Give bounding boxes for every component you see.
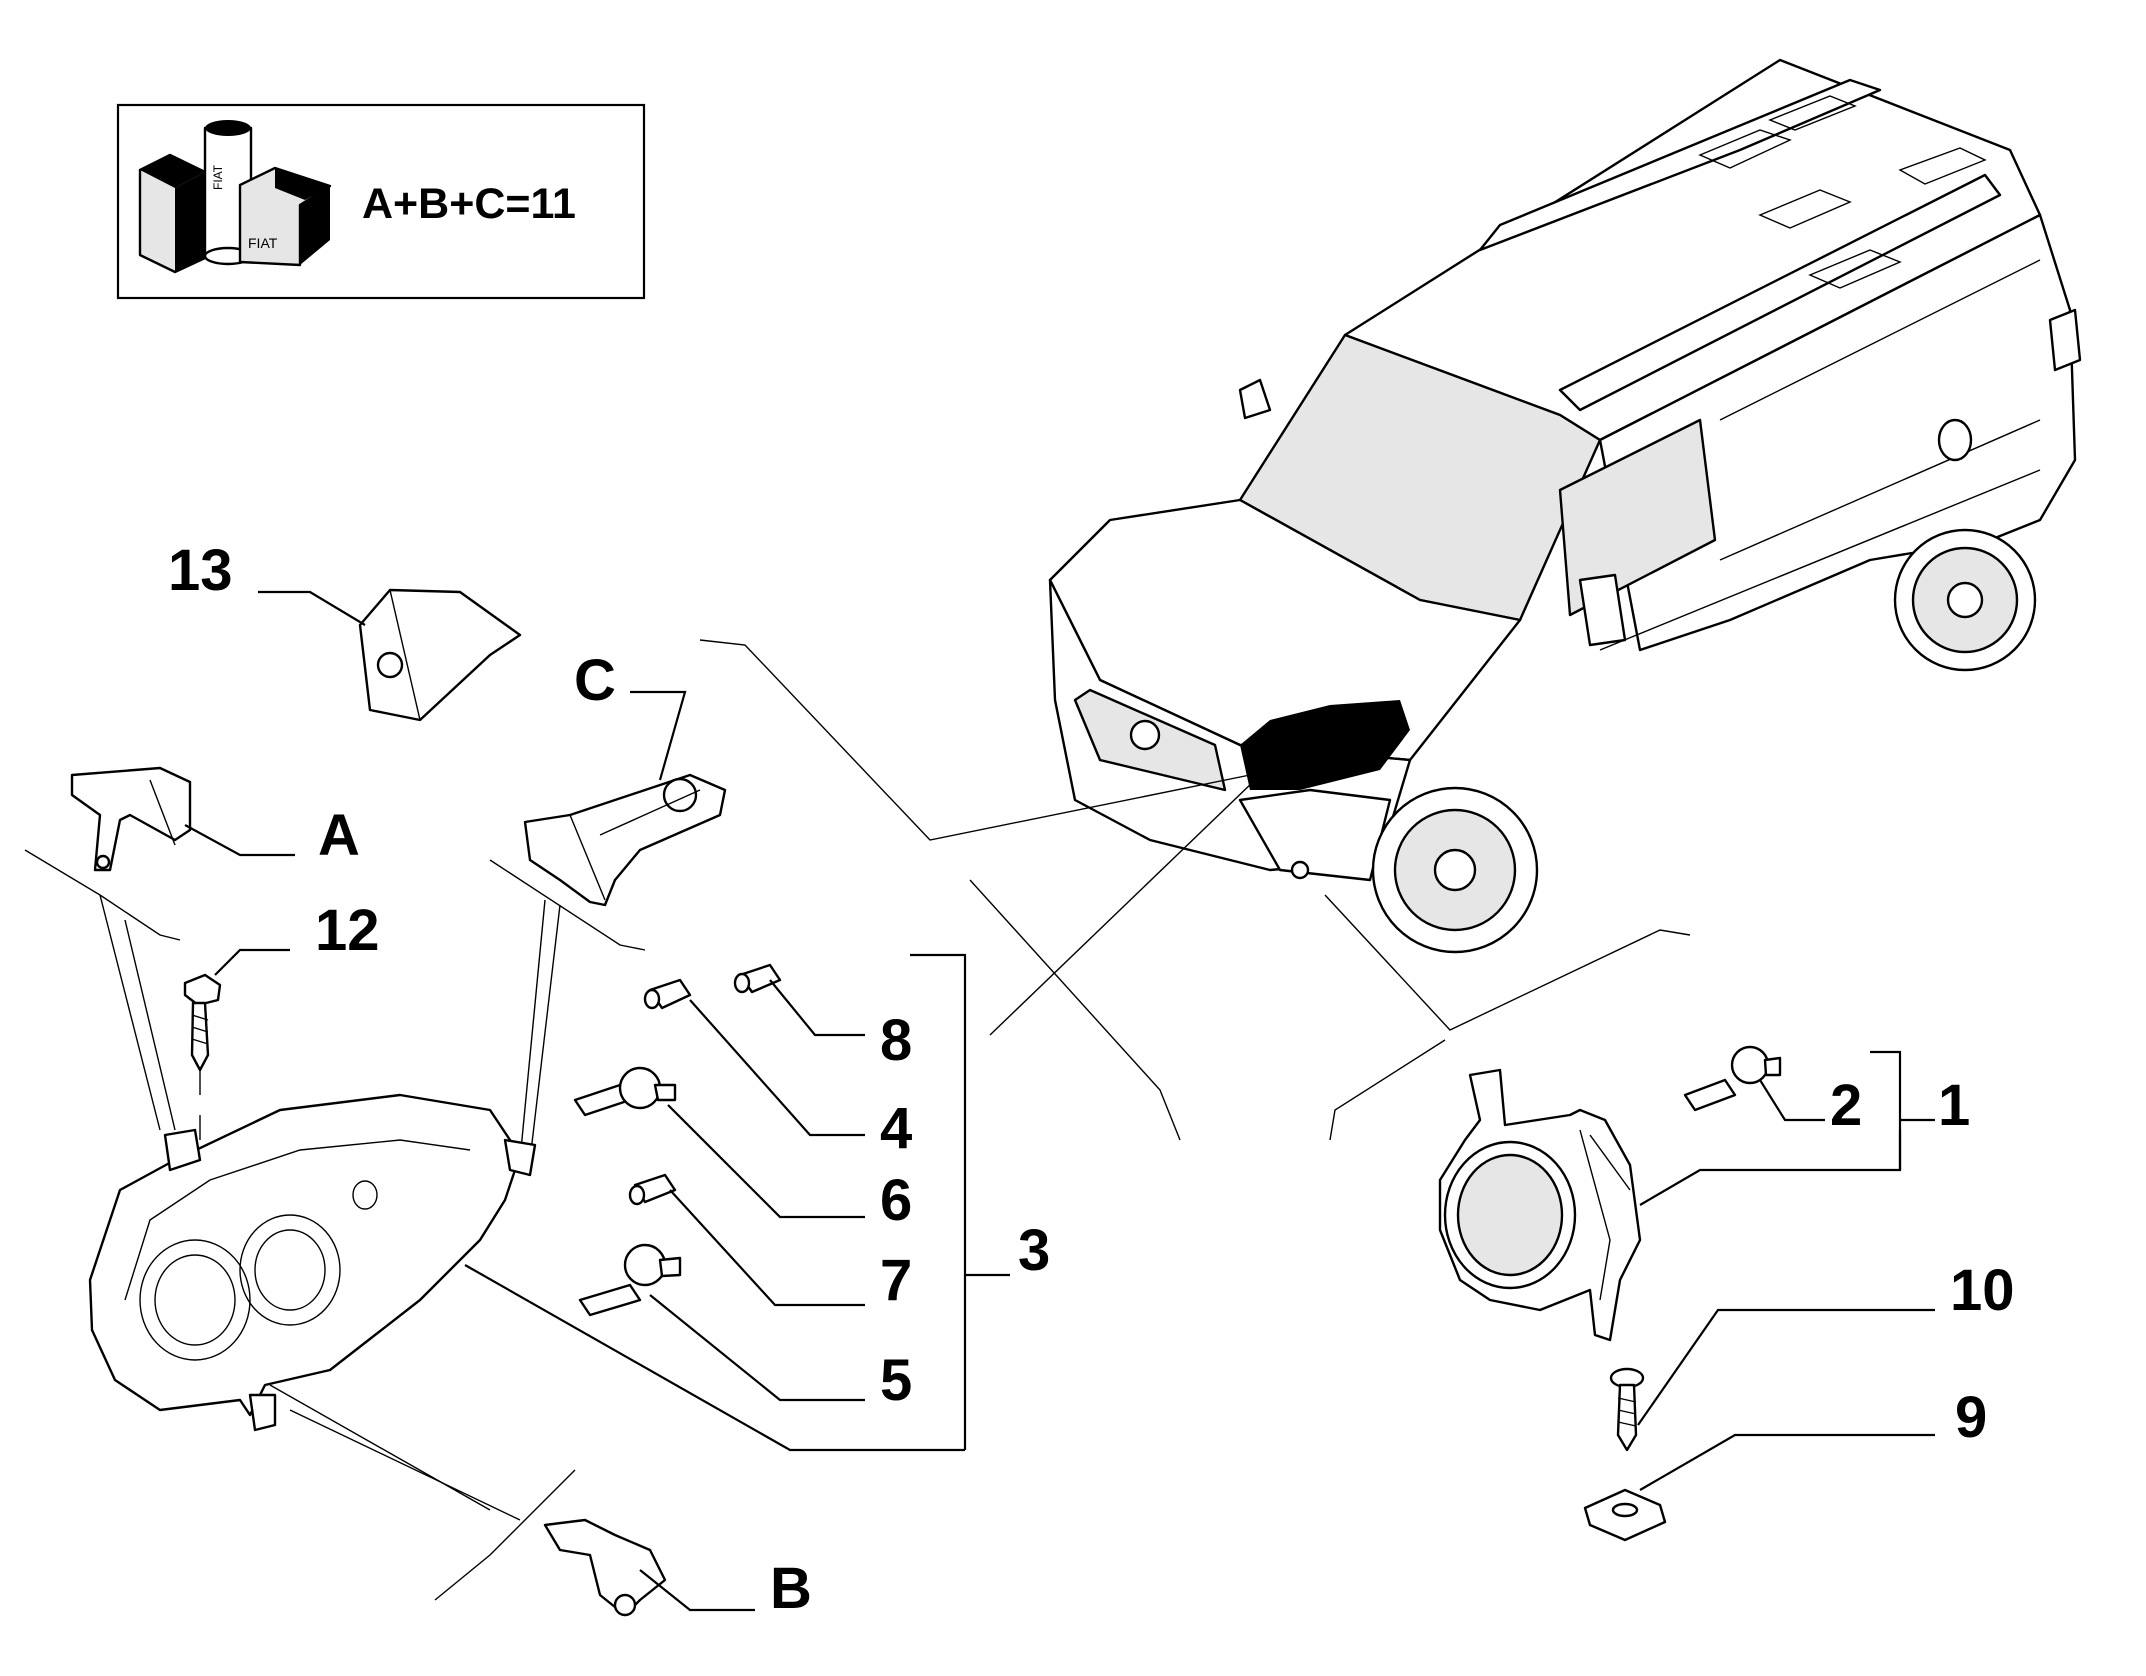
assembly-leader-lines	[24, 639, 1691, 1601]
callout-c: C	[574, 648, 616, 713]
callout-5: 5	[880, 1348, 912, 1413]
van-illustration	[1048, 58, 2082, 954]
part-5-bulb	[578, 1243, 865, 1402]
callout-3: 3	[1018, 1218, 1050, 1283]
part-2-bulb	[1683, 1045, 1825, 1122]
brand-mark-2: FIAT	[211, 164, 225, 190]
callout-12: 12	[315, 898, 380, 963]
kit-parts-icon: FIAT FIAT FIAT	[138, 120, 332, 274]
callout-13: 13	[168, 538, 233, 603]
kit-formula: A+B+C=11	[362, 180, 576, 228]
kit-box: FIAT FIAT FIAT A+B+C=11	[116, 103, 646, 300]
callout-8: 8	[880, 1008, 912, 1073]
bracket-group-3	[910, 953, 967, 1450]
brand-mark-3: FIAT	[248, 235, 278, 251]
part-9-clip	[1583, 1433, 1935, 1542]
callout-b: B	[770, 1556, 812, 1621]
part-3-headlamp	[88, 1093, 965, 1452]
part-12-screw	[183, 948, 290, 1072]
bracket-group-1	[1870, 1050, 1902, 1170]
callout-4: 4	[880, 1096, 912, 1161]
part-1-fog-lamp	[1438, 1068, 1902, 1342]
callout-7: 7	[880, 1248, 912, 1313]
callout-2: 2	[1830, 1073, 1862, 1138]
callout-6: 6	[880, 1168, 912, 1233]
part-10-screw	[1609, 1308, 1935, 1452]
callout-9: 9	[1955, 1385, 1987, 1450]
callout-1: 1	[1938, 1073, 1970, 1138]
callout-a: A	[318, 803, 360, 868]
part-7-bulb	[628, 1173, 865, 1307]
part-4-bulb	[643, 978, 865, 1137]
part-8-bulb	[733, 963, 865, 1037]
part-a-bracket	[70, 766, 295, 872]
headlight-highlight	[1240, 700, 1410, 790]
part-6-bulb	[573, 1066, 865, 1219]
part-13-cover	[258, 588, 522, 722]
part-c-bracket	[523, 690, 727, 907]
callout-10: 10	[1950, 1258, 2015, 1323]
part-b-bracket	[543, 1518, 755, 1617]
